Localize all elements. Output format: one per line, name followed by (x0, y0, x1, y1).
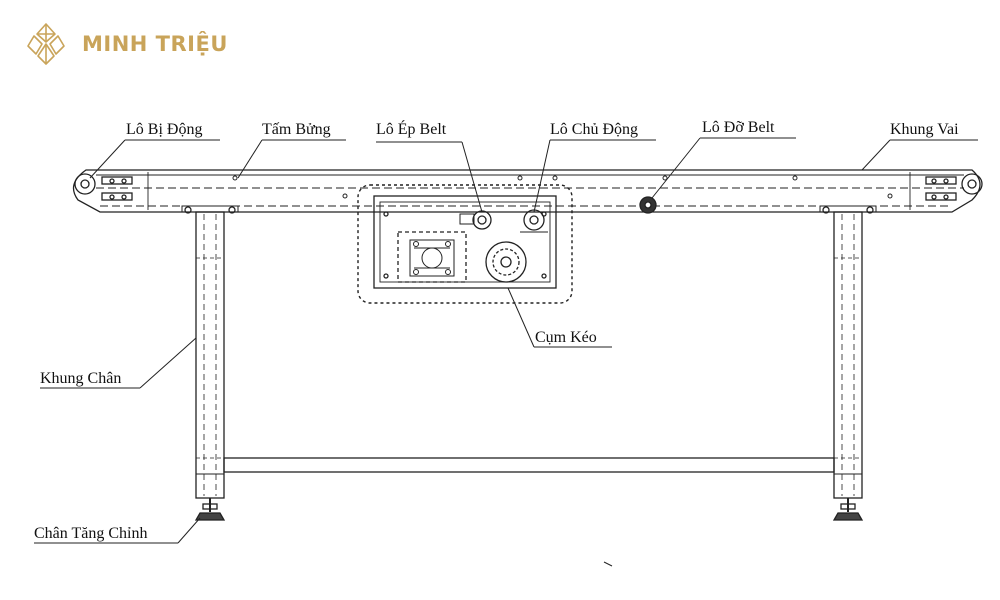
drive-unit (357, 184, 573, 304)
label-tam-bung: Tấm Bửng (262, 121, 331, 138)
leg-left (181, 205, 239, 499)
adjustable-foot-right (832, 498, 864, 521)
label-cum-keo: Cụm Kéo (535, 329, 597, 346)
brand-name: MINH TRIỆU (82, 32, 228, 56)
frame-bolts (232, 175, 893, 199)
support-roller (639, 196, 657, 214)
cross-bar (223, 457, 835, 473)
stray-mark (603, 561, 613, 567)
leader-lines (34, 137, 978, 544)
label-lo-do-belt: Lô Đỡ Belt (702, 119, 775, 136)
idler-roller-left (74, 173, 133, 201)
adjustable-foot-left (194, 498, 226, 521)
brand-logo: MINH TRIỆU (22, 20, 228, 68)
labels: Lô Bị Động Tấm Bửng Lô Ép Belt Lô Chủ Độ… (34, 119, 959, 542)
label-khung-vai: Khung Vai (890, 121, 959, 138)
label-chan-tang-chinh: Chân Tăng Chỉnh (34, 525, 147, 542)
leg-right (819, 205, 877, 499)
label-lo-ep-belt: Lô Ép Belt (376, 119, 447, 138)
idler-roller-right (925, 173, 983, 201)
label-lo-chu-dong: Lô Chủ Động (550, 121, 638, 138)
label-khung-chan: Khung Chân (40, 370, 121, 387)
label-lo-bi-dong: Lô Bị Động (126, 121, 202, 138)
crystal-logo-icon (27, 23, 65, 65)
